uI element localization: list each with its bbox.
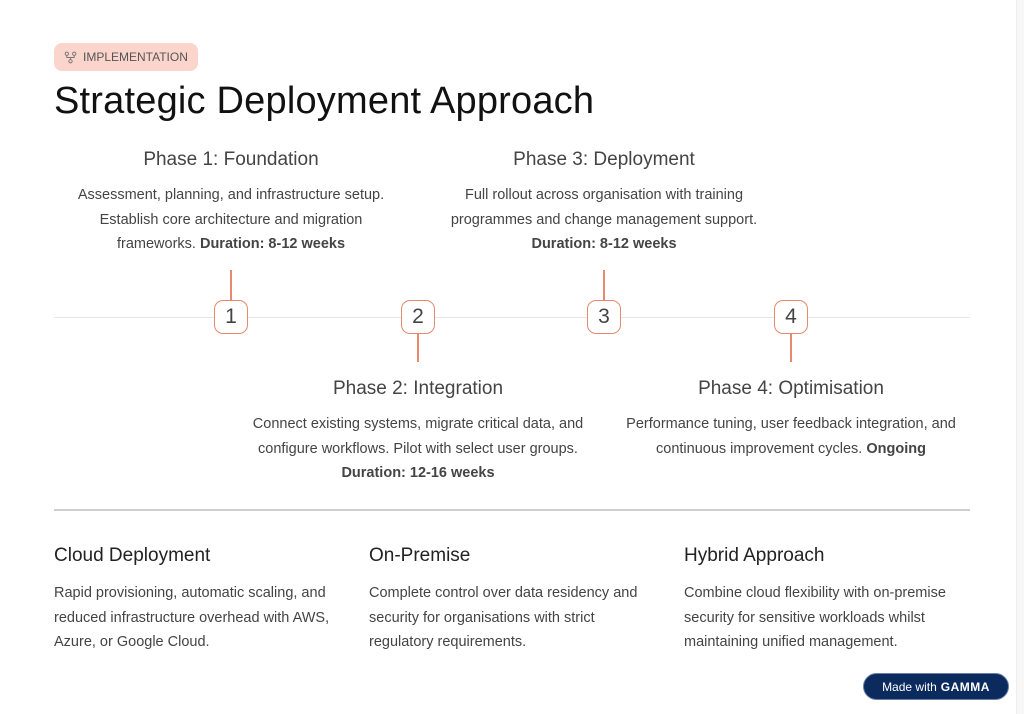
phase-number-2: 2 (401, 300, 435, 334)
workflow-icon (64, 51, 77, 63)
option-hybrid: Hybrid Approach Combine cloud flexibilit… (684, 545, 974, 655)
phase-description: Assessment, planning, and infrastructure… (77, 187, 385, 252)
phase-4: Phase 4: Optimisation Performance tuning… (621, 378, 961, 461)
phase-description: Performance tuning, user feedback integr… (626, 416, 956, 457)
phase-2: Phase 2: Integration Connect existing sy… (248, 378, 588, 486)
option-title: On-Premise (369, 545, 471, 566)
gamma-logo: GAMMA (940, 679, 990, 694)
divider (54, 509, 970, 511)
phase-title: Phase 3: Deployment (513, 149, 695, 170)
phase-description: Connect existing systems, migrate critic… (252, 416, 584, 481)
phase-title: Phase 2: Integration (332, 378, 504, 399)
badge-label: IMPLEMENTATION (83, 50, 188, 64)
phase-number-4: 4 (774, 300, 808, 334)
phase-duration: Duration: 12-16 weeks (341, 465, 495, 481)
page-title: Strategic Deployment Approach (54, 80, 595, 122)
timeline-connector (603, 270, 605, 300)
timeline-connector (417, 334, 419, 362)
made-with-gamma-button[interactable]: Made with GAMMA (863, 673, 1009, 700)
phase-number-1: 1 (214, 300, 248, 334)
timeline-connector (790, 334, 792, 362)
option-title: Cloud Deployment (54, 545, 211, 566)
phase-1: Phase 1: Foundation Assessment, planning… (61, 149, 401, 257)
section-badge: IMPLEMENTATION (54, 43, 198, 71)
phase-description: Full rollout across organisation with tr… (450, 187, 758, 252)
phase-duration: Duration: 8-12 weeks (199, 236, 346, 252)
phase-3: Phase 3: Deployment Full rollout across … (434, 149, 774, 257)
option-description: Combine cloud flexibility with on-premis… (684, 585, 946, 650)
page-edge (1016, 0, 1024, 714)
phase-number-3: 3 (587, 300, 621, 334)
made-with-label: Made with (882, 679, 937, 694)
phase-duration: Duration: 8-12 weeks (531, 236, 677, 252)
phase-title: Phase 4: Optimisation (698, 378, 884, 399)
phase-title: Phase 1: Foundation (143, 149, 319, 170)
phase-duration: Ongoing (866, 440, 926, 457)
timeline-connector (230, 270, 232, 300)
option-description: Rapid provisioning, automatic scaling, a… (54, 585, 330, 650)
option-on-premise: On-Premise Complete control over data re… (369, 545, 649, 655)
option-cloud: Cloud Deployment Rapid provisioning, aut… (54, 545, 334, 655)
option-title: Hybrid Approach (684, 545, 825, 566)
option-description: Complete control over data residency and… (369, 585, 638, 650)
timeline-line (54, 317, 970, 318)
